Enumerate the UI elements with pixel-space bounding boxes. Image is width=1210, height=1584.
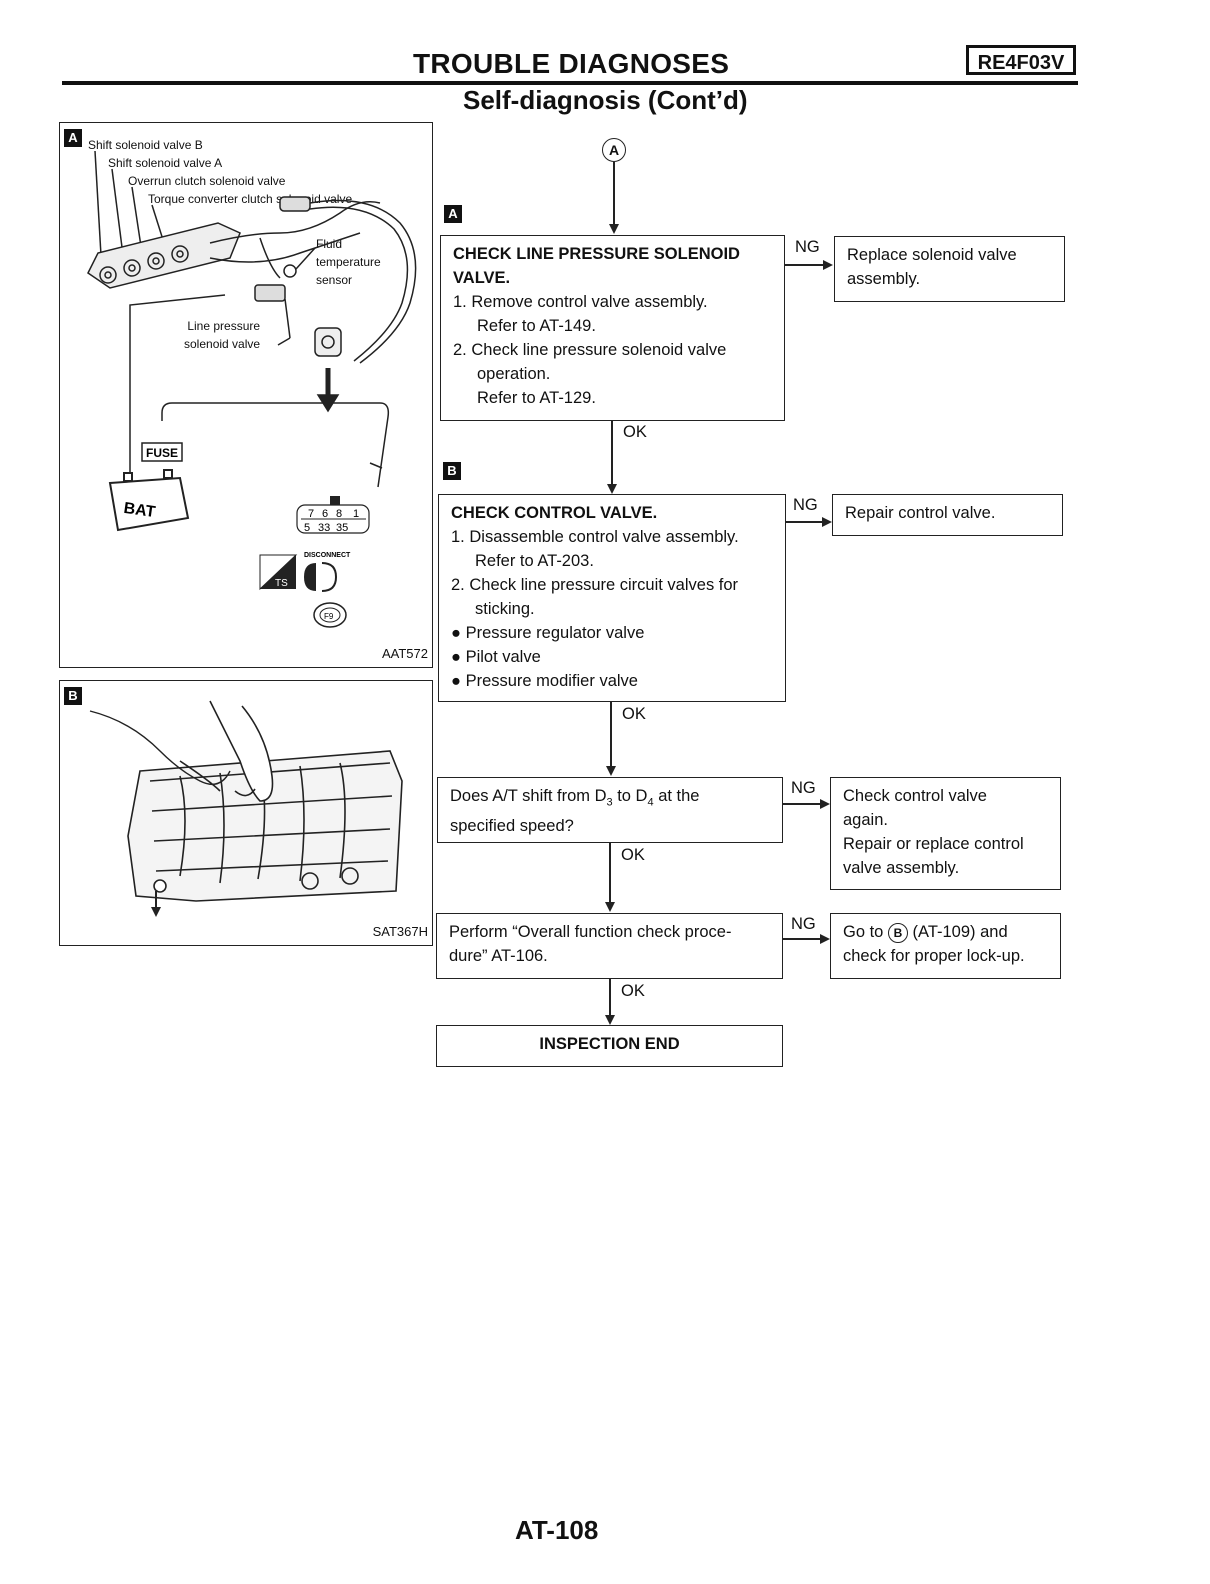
pin-6: 6 <box>322 508 328 520</box>
inspection-end-box: INSPECTION END <box>436 1025 783 1067</box>
pin-1: 1 <box>353 508 359 520</box>
ok-label-2: OK <box>622 705 646 723</box>
ok-line-2 <box>610 702 612 766</box>
ts-label: TS <box>275 578 288 589</box>
step-a-title: CHECK LINE PRESSURE SOLENOID VALVE. <box>453 245 740 287</box>
step-d-ng-line <box>783 938 820 940</box>
pin-7: 7 <box>308 508 314 520</box>
battery-label: BAT <box>123 500 157 521</box>
label-line-pressure: Line pressure solenoid valve <box>184 319 261 351</box>
step-b-bullet-3: ● Pressure modifier valve <box>451 672 638 690</box>
figure-b-badge: B <box>64 687 82 705</box>
step-d-ng-line1: Go to B (AT-109) and <box>843 922 1008 943</box>
arrow-right-icon <box>822 517 832 527</box>
pin-5: 5 <box>304 522 310 534</box>
step-d-ng-box: Go to B (AT-109) and check for proper lo… <box>830 913 1061 979</box>
step-c-question: Does A/T shift from D3 to D4 at the <box>450 787 700 809</box>
label-overrun: Overrun clutch solenoid valve <box>128 174 286 188</box>
step-a-ng-label: NG <box>795 238 820 256</box>
arrow-right-icon <box>820 799 830 809</box>
arrow-down-icon <box>605 1015 615 1025</box>
step-b-badge: B <box>443 462 461 480</box>
figure-a-badge: A <box>64 129 82 147</box>
fuse-label: FUSE <box>146 446 178 460</box>
disconnect-label: DISCONNECT <box>304 552 351 559</box>
step-b-title: CHECK CONTROL VALVE. <box>451 504 658 522</box>
ok-label-1: OK <box>623 423 647 441</box>
step-c-ng-label: NG <box>791 779 816 797</box>
arrow-down-icon <box>606 766 616 776</box>
start-marker: A <box>602 138 626 162</box>
pin-8: 8 <box>336 508 342 520</box>
label-shift-a: Shift solenoid valve A <box>108 156 223 170</box>
step-c-ng-box: Check control valve again. Repair or rep… <box>830 777 1061 890</box>
step-b-ng-line <box>786 521 822 523</box>
ok-label-4: OK <box>621 982 645 1000</box>
figure-a: A Shift solenoid valve B Shift solenoid … <box>59 122 433 668</box>
f9-label: F9 <box>324 612 334 621</box>
arrow-down-icon <box>609 224 619 234</box>
arrow-right-icon <box>823 260 833 270</box>
step-d-box: Perform “Overall function check proce- d… <box>436 913 783 979</box>
arrow-down-icon <box>607 484 617 494</box>
step-d-ng-label: NG <box>791 915 816 933</box>
pin-33: 33 <box>318 522 330 534</box>
connector-line <box>613 162 615 224</box>
marker-b-icon: B <box>887 922 908 943</box>
step-a-ng-line <box>785 264 823 266</box>
step-c-box: Does A/T shift from D3 to D4 at the spec… <box>437 777 783 843</box>
ok-line-4 <box>609 979 611 1015</box>
pin-35: 35 <box>336 522 348 534</box>
figure-a-code: AAT572 <box>381 646 428 661</box>
label-fluid-temp: Fluid temperature sensor <box>316 237 381 287</box>
model-code-badge: RE4F03V <box>966 45 1076 75</box>
step-b-bullet-2: ● Pilot valve <box>451 648 541 666</box>
arrow-down-icon <box>605 902 615 912</box>
figure-b-code: SAT367H <box>372 924 428 939</box>
step-a-item-1: 1. Remove control valve assembly.Refer t… <box>453 293 708 335</box>
step-b-ng-box: Repair control valve. <box>832 494 1063 536</box>
figure-b: B SAT367H <box>59 680 433 946</box>
label-shift-b: Shift solenoid valve B <box>88 138 203 152</box>
solenoid-wiring-diagram: FUSE BAT 7 6 8 1 5 33 35 TS DISCONNECT <box>87 150 417 628</box>
step-c-ng-line <box>783 803 820 805</box>
arrow-right-icon <box>820 934 830 944</box>
control-valve-illustration <box>89 700 403 917</box>
ok-line-1 <box>611 421 613 485</box>
ok-line-3 <box>609 843 611 902</box>
step-b-bullet-1: ● Pressure regulator valve <box>451 624 645 642</box>
step-a-badge: A <box>444 205 462 223</box>
step-b-item-2: 2. Check line pressure circuit valves fo… <box>451 576 739 618</box>
ok-label-3: OK <box>621 846 645 864</box>
step-b-box: CHECK CONTROL VALVE. 1. Disassemble cont… <box>438 494 786 702</box>
step-b-item-1: 1. Disassemble control valve assembly.Re… <box>451 528 739 570</box>
step-b-ng-label: NG <box>793 496 818 514</box>
step-a-ng-box: Replace solenoid valve assembly. <box>834 236 1065 302</box>
header-rule <box>62 81 1078 85</box>
step-a-box: CHECK LINE PRESSURE SOLENOID VALVE. 1. R… <box>440 235 785 421</box>
